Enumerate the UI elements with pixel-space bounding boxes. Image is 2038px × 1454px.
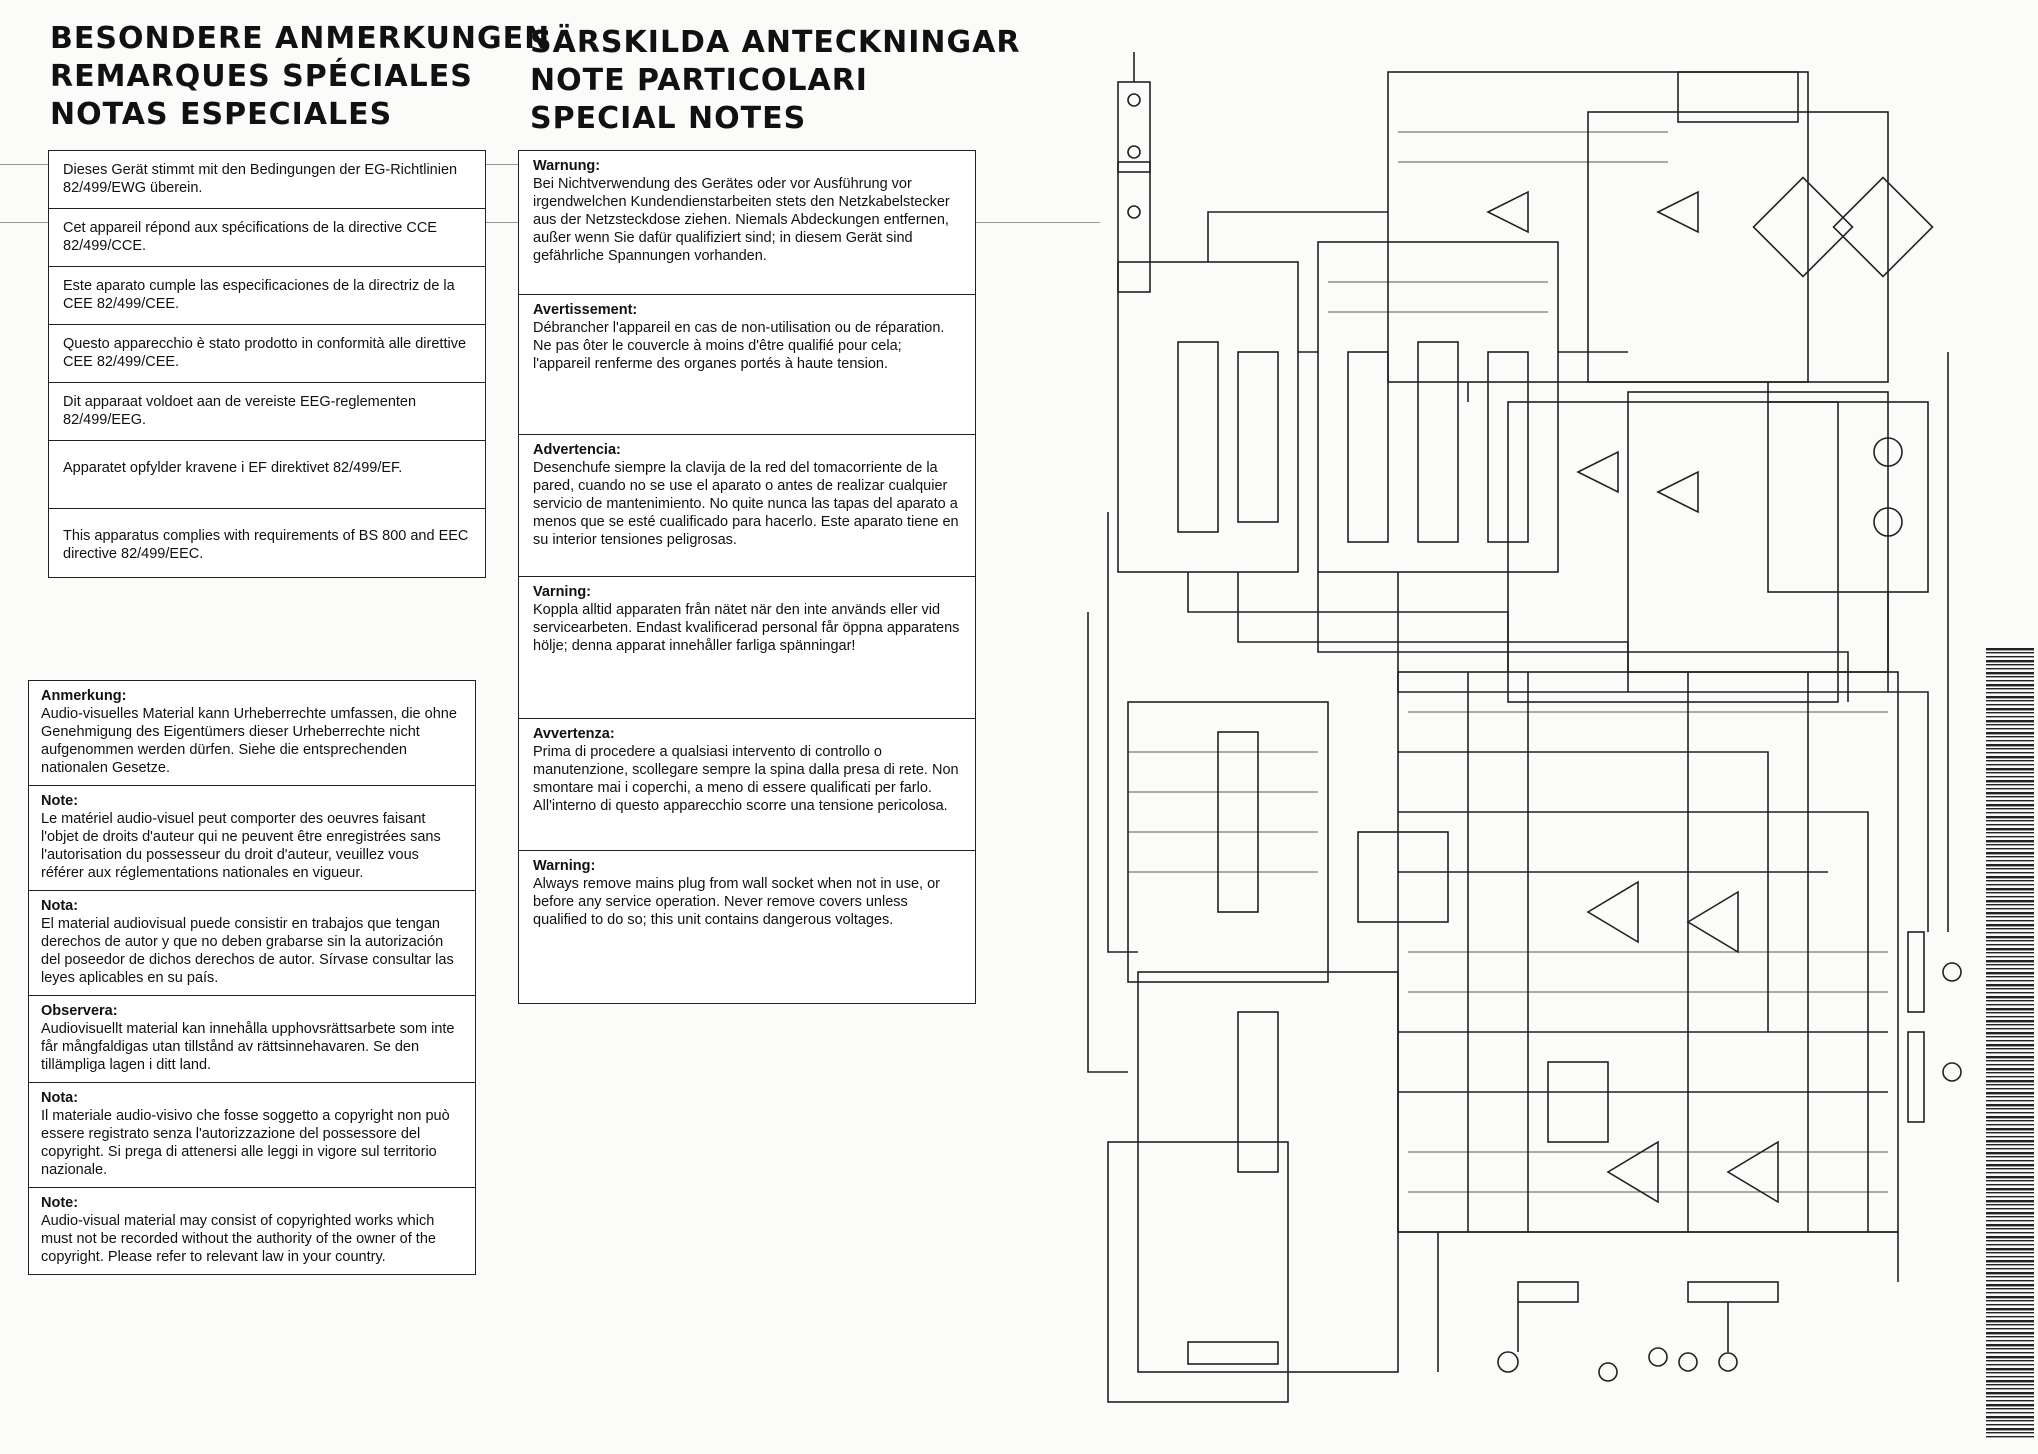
note-label: Observera: bbox=[41, 1003, 118, 1019]
note-text: El material audiovisual puede consistir … bbox=[41, 916, 454, 986]
compliance-item: Apparatet opfylder kravene i EF direktiv… bbox=[49, 441, 485, 509]
titles-left: BESONDERE ANMERKUNGEN REMARQUES SPÉCIALE… bbox=[50, 20, 550, 134]
title-spanish: NOTAS ESPECIALES bbox=[50, 97, 393, 132]
compliance-item: Cet appareil répond aux spécifications d… bbox=[49, 209, 485, 267]
barcode-strip bbox=[1986, 648, 2034, 1438]
compliance-box: Dieses Gerät stimmt mit den Bedingungen … bbox=[48, 150, 486, 578]
title-english: SPECIAL NOTES bbox=[530, 101, 807, 136]
warning-label: Avvertenza: bbox=[533, 726, 615, 742]
warning-note: Warnung: Bei Nichtverwendung des Gerätes… bbox=[519, 151, 975, 295]
note-label: Anmerkung: bbox=[41, 688, 127, 704]
copyright-note: Nota: El material audiovisual puede cons… bbox=[29, 891, 475, 996]
warning-label: Varning: bbox=[533, 584, 592, 600]
note-label: Note: bbox=[41, 793, 79, 809]
note-text: Audio-visuelles Material kann Urheberrec… bbox=[41, 706, 457, 776]
copyright-note: Note: Le matériel audio-visuel peut comp… bbox=[29, 786, 475, 891]
warning-text: Bei Nichtverwendung des Gerätes oder vor… bbox=[533, 176, 950, 264]
copyright-note: Observera: Audiovisuellt material kan in… bbox=[29, 996, 475, 1083]
title-german: BESONDERE ANMERKUNGEN bbox=[50, 21, 551, 56]
compliance-item: Dieses Gerät stimmt mit den Bedingungen … bbox=[49, 151, 485, 209]
compliance-item: Questo apparecchio è stato prodotto in c… bbox=[49, 325, 485, 383]
note-text: Audiovisuellt material kan innehålla upp… bbox=[41, 1021, 455, 1073]
warning-label: Warning: bbox=[533, 858, 596, 874]
warning-text: Always remove mains plug from wall socke… bbox=[533, 876, 940, 928]
warning-text: Débrancher l'appareil en cas de non-util… bbox=[533, 320, 945, 372]
note-label: Note: bbox=[41, 1195, 79, 1211]
circuit-schematic bbox=[1087, 52, 1962, 1403]
note-label: Nota: bbox=[41, 1090, 79, 1106]
warning-label: Warnung: bbox=[533, 158, 601, 174]
note-text: Le matériel audio-visuel peut comporter … bbox=[41, 811, 441, 881]
copyright-note: Anmerkung: Audio-visuelles Material kann… bbox=[29, 681, 475, 786]
warning-note: Advertencia: Desenchufe siempre la clavi… bbox=[519, 435, 975, 577]
warning-note: Warning: Always remove mains plug from w… bbox=[519, 851, 975, 937]
warning-note: Avvertenza: Prima di procedere a qualsia… bbox=[519, 719, 975, 851]
note-text: Audio-visual material may consist of cop… bbox=[41, 1213, 436, 1265]
copyright-note: Nota: Il materiale audio-visivo che foss… bbox=[29, 1083, 475, 1188]
title-french: REMARQUES SPÉCIALES bbox=[50, 59, 473, 94]
warning-text: Koppla alltid apparaten från nätet när d… bbox=[533, 602, 960, 654]
warning-text: Prima di procedere a qualsiasi intervent… bbox=[533, 744, 959, 814]
copyright-box: Anmerkung: Audio-visuelles Material kann… bbox=[28, 680, 476, 1275]
warning-text: Desenchufe siempre la clavija de la red … bbox=[533, 460, 959, 548]
title-swedish: SÄRSKILDA ANTECKNINGAR bbox=[530, 25, 1021, 60]
note-label: Nota: bbox=[41, 898, 79, 914]
title-italian: NOTE PARTICOLARI bbox=[530, 63, 868, 98]
compliance-item: Este aparato cumple las especificaciones… bbox=[49, 267, 485, 325]
warning-note: Varning: Koppla alltid apparaten från nä… bbox=[519, 577, 975, 719]
copyright-note: Note: Audio-visual material may consist … bbox=[29, 1188, 475, 1274]
warning-label: Advertencia: bbox=[533, 442, 621, 458]
compliance-item: Dit apparaat voldoet aan de vereiste EEG… bbox=[49, 383, 485, 441]
warning-note: Avertissement: Débrancher l'appareil en … bbox=[519, 295, 975, 435]
warning-label: Avertissement: bbox=[533, 302, 638, 318]
titles-right: SÄRSKILDA ANTECKNINGAR NOTE PARTICOLARI … bbox=[530, 24, 1021, 138]
warnings-box: Warnung: Bei Nichtverwendung des Gerätes… bbox=[518, 150, 976, 1004]
compliance-item: This apparatus complies with requirement… bbox=[63, 528, 469, 562]
note-text: Il materiale audio-visivo che fosse sogg… bbox=[41, 1108, 450, 1178]
